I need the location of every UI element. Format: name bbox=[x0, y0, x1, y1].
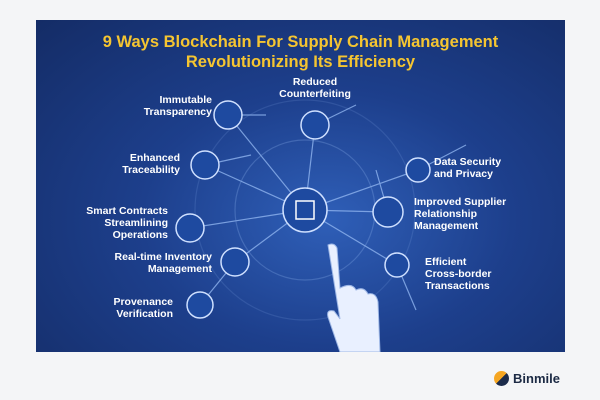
transaction-icon bbox=[384, 252, 410, 278]
counterfeit-icon bbox=[300, 110, 330, 140]
network-diagram bbox=[175, 99, 467, 352]
title-line-1: 9 Ways Blockchain For Supply Chain Manag… bbox=[102, 33, 499, 51]
central-hub-icon bbox=[282, 187, 328, 233]
inventory-icon bbox=[220, 247, 250, 277]
transparency-icon bbox=[213, 100, 243, 130]
security-icon bbox=[405, 157, 431, 183]
brand-name: Binmile bbox=[513, 371, 560, 386]
contract-icon bbox=[175, 213, 205, 243]
logo-icon bbox=[494, 371, 509, 386]
infographic-panel: 9 Ways Blockchain For Supply Chain Manag… bbox=[36, 20, 565, 352]
hand-pointer-icon bbox=[327, 243, 381, 352]
verification-icon bbox=[186, 291, 214, 319]
title-line-2: Revolutionizing Its Efficiency bbox=[185, 53, 416, 71]
traceability-icon bbox=[190, 150, 220, 180]
brand-logo: Binmile bbox=[494, 371, 560, 386]
gear-icon bbox=[372, 196, 404, 228]
